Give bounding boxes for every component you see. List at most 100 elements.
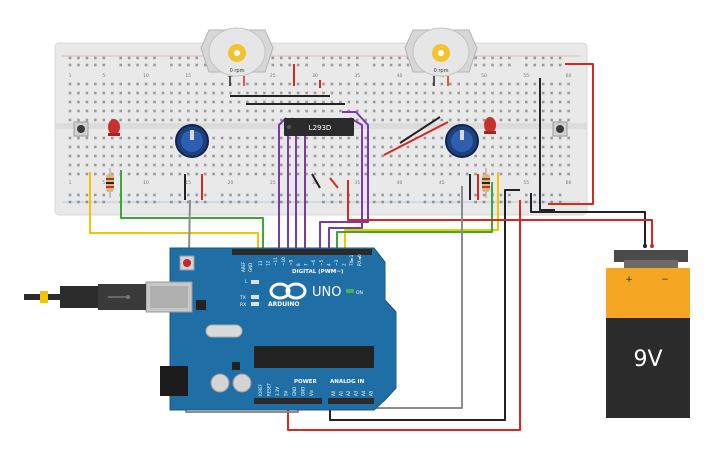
breadboard-hole[interactable]: [288, 145, 291, 149]
breadboard-hole[interactable]: [170, 82, 173, 86]
led-left[interactable]: [108, 119, 120, 136]
breadboard-hole[interactable]: [85, 136, 89, 140]
breadboard-hole[interactable]: [85, 163, 89, 167]
breadboard-hole[interactable]: [516, 154, 520, 158]
breadboard-hole[interactable]: [448, 82, 452, 86]
breadboard-hole[interactable]: [94, 118, 97, 122]
breadboard-hole[interactable]: [474, 118, 477, 122]
breadboard-hole[interactable]: [440, 154, 444, 158]
rail-hole[interactable]: [102, 63, 106, 67]
rail-hole[interactable]: [119, 56, 122, 60]
breadboard-hole[interactable]: [432, 136, 435, 140]
breadboard-hole[interactable]: [279, 172, 283, 176]
breadboard-hole[interactable]: [482, 100, 486, 104]
breadboard-hole[interactable]: [541, 109, 545, 113]
breadboard-hole[interactable]: [347, 172, 351, 176]
breadboard-hole[interactable]: [398, 82, 401, 86]
breadboard-hole[interactable]: [364, 154, 368, 158]
breadboard-hole[interactable]: [415, 91, 418, 95]
breadboard-hole[interactable]: [457, 91, 460, 95]
breadboard-hole[interactable]: [398, 136, 401, 140]
breadboard-hole[interactable]: [127, 136, 131, 140]
breadboard-hole[interactable]: [127, 91, 131, 95]
rail-hole[interactable]: [271, 63, 275, 67]
breadboard-hole[interactable]: [415, 145, 418, 149]
breadboard-hole[interactable]: [423, 163, 427, 167]
breadboard-hole[interactable]: [153, 136, 156, 140]
breadboard-hole[interactable]: [195, 91, 199, 95]
breadboard-hole[interactable]: [541, 163, 545, 167]
breadboard-hole[interactable]: [356, 172, 359, 176]
breadboard-hole[interactable]: [119, 100, 122, 104]
breadboard-hole[interactable]: [68, 154, 72, 158]
rail-hole[interactable]: [558, 63, 562, 67]
breadboard-hole[interactable]: [516, 145, 520, 149]
breadboard-hole[interactable]: [237, 154, 241, 158]
breadboard-hole[interactable]: [389, 154, 393, 158]
breadboard-hole[interactable]: [525, 136, 528, 140]
breadboard-hole[interactable]: [364, 118, 368, 122]
breadboard-hole[interactable]: [491, 136, 494, 140]
rail-hole[interactable]: [440, 193, 444, 197]
breadboard-hole[interactable]: [347, 136, 351, 140]
breadboard-hole[interactable]: [212, 172, 215, 176]
breadboard-hole[interactable]: [347, 91, 351, 95]
breadboard-hole[interactable]: [398, 118, 401, 122]
breadboard-hole[interactable]: [102, 136, 106, 140]
breadboard-hole[interactable]: [102, 91, 106, 95]
breadboard-hole[interactable]: [457, 82, 460, 86]
rail-hole[interactable]: [170, 193, 173, 197]
rail-hole[interactable]: [330, 63, 334, 67]
breadboard-hole[interactable]: [110, 91, 114, 95]
breadboard-hole[interactable]: [491, 100, 494, 104]
breadboard-hole[interactable]: [237, 118, 241, 122]
breadboard-hole[interactable]: [246, 91, 249, 95]
breadboard-hole[interactable]: [432, 163, 435, 167]
breadboard-hole[interactable]: [474, 109, 477, 113]
breadboard-hole[interactable]: [153, 109, 156, 113]
breadboard-hole[interactable]: [541, 91, 545, 95]
rail-hole[interactable]: [339, 63, 342, 67]
breadboard-hole[interactable]: [136, 145, 139, 149]
breadboard-hole[interactable]: [153, 91, 156, 95]
potentiometer-right[interactable]: [445, 124, 479, 158]
breadboard-hole[interactable]: [372, 154, 376, 158]
rail-hole[interactable]: [94, 63, 97, 67]
breadboard-hole[interactable]: [237, 163, 241, 167]
breadboard-hole[interactable]: [474, 163, 477, 167]
resistor-right[interactable]: [482, 168, 490, 198]
rail-hole[interactable]: [178, 56, 182, 60]
breadboard-hole[interactable]: [77, 145, 80, 149]
rail-hole[interactable]: [381, 63, 384, 67]
breadboard-hole[interactable]: [516, 109, 520, 113]
breadboard-hole[interactable]: [364, 145, 368, 149]
rail-hole[interactable]: [68, 193, 72, 197]
breadboard-hole[interactable]: [229, 91, 232, 95]
breadboard-hole[interactable]: [102, 100, 106, 104]
breadboard-hole[interactable]: [220, 118, 224, 122]
breadboard-hole[interactable]: [102, 163, 106, 167]
breadboard-hole[interactable]: [296, 100, 300, 104]
breadboard-hole[interactable]: [398, 172, 401, 176]
breadboard-hole[interactable]: [220, 100, 224, 104]
rail-hole[interactable]: [220, 193, 224, 197]
resistor-left[interactable]: [106, 168, 114, 198]
breadboard-hole[interactable]: [102, 145, 106, 149]
breadboard-hole[interactable]: [279, 154, 283, 158]
breadboard-hole[interactable]: [491, 163, 494, 167]
breadboard-hole[interactable]: [161, 82, 165, 86]
breadboard-hole[interactable]: [491, 82, 494, 86]
breadboard-hole[interactable]: [339, 91, 342, 95]
breadboard-hole[interactable]: [550, 172, 553, 176]
breadboard-hole[interactable]: [127, 82, 131, 86]
breadboard-hole[interactable]: [187, 100, 190, 104]
breadboard-hole[interactable]: [305, 136, 308, 140]
breadboard-hole[interactable]: [558, 136, 562, 140]
breadboard-hole[interactable]: [254, 91, 258, 95]
breadboard-hole[interactable]: [229, 163, 232, 167]
breadboard-hole[interactable]: [364, 91, 368, 95]
breadboard-hole[interactable]: [406, 145, 410, 149]
breadboard-hole[interactable]: [68, 172, 72, 176]
breadboard-hole[interactable]: [491, 91, 494, 95]
rail-hole[interactable]: [448, 193, 452, 197]
